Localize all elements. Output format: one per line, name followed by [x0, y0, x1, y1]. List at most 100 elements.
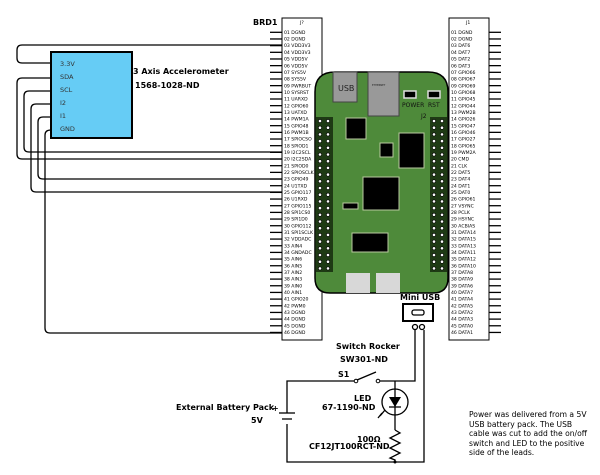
- switch-ref: S1: [338, 370, 350, 379]
- mini-usb-label: Mini USB: [400, 293, 440, 302]
- usb-lead-negative: [418, 323, 426, 331]
- led-diode: [389, 397, 401, 407]
- header-socket: [326, 145, 330, 150]
- header-socket: [318, 145, 322, 150]
- left-pin-label: 09 PWRBUT: [284, 83, 311, 89]
- header-socket: [440, 125, 444, 130]
- left-pin-label: 11 UARXD: [284, 97, 308, 103]
- header-socket: [318, 259, 322, 264]
- right-pin-label: 20 CMD: [451, 157, 469, 163]
- left-pin-label: 16 PWM1B: [284, 130, 309, 136]
- connector: [346, 273, 370, 293]
- left-header-name: J?: [299, 20, 304, 26]
- header-socket: [318, 139, 322, 144]
- left-pin-label: 30 GPIO112: [284, 223, 311, 229]
- left-pin-label: 36 AIN5: [284, 263, 302, 269]
- battery-plus: +: [272, 404, 279, 413]
- left-pin-label: 44 DGND: [284, 317, 306, 323]
- right-pin-label: 44 DATA3: [451, 317, 473, 323]
- led-title: LED: [354, 394, 372, 403]
- header-socket: [432, 145, 436, 150]
- right-pin-label: 23 DAT4: [451, 177, 470, 183]
- switch-lever[interactable]: [356, 371, 377, 381]
- power-button: [403, 90, 417, 99]
- header-socket: [432, 159, 436, 164]
- left-pin-label: 10 SYSRST: [284, 90, 309, 96]
- accelerometer-part: 1568-1028-ND: [135, 81, 200, 90]
- left-pin-label: 18 SPIOD1: [284, 143, 308, 149]
- left-pin-label: 23 GPIO49: [284, 177, 309, 183]
- chip: [342, 202, 359, 210]
- header-socket: [440, 239, 444, 244]
- accelerometer-pin-label: 3.3V: [60, 60, 75, 68]
- left-pin-label: 12 GPIO60: [284, 103, 309, 109]
- header-socket: [440, 172, 444, 177]
- header-socket: [432, 226, 436, 231]
- right-pin-label: 12 GPIO44: [451, 103, 476, 109]
- right-pin-label: 33 DATA13: [451, 243, 476, 249]
- right-pin-label: 13 PWM2B: [451, 110, 476, 116]
- right-pin-label: 22 DAT5: [451, 170, 470, 176]
- header-socket: [432, 259, 436, 264]
- header-socket: [326, 159, 330, 164]
- left-pin-label: 02 DGND: [284, 37, 306, 43]
- right-pin-label: 05 DAT2: [451, 57, 470, 63]
- right-pin-label: 32 DATA15: [451, 237, 476, 243]
- header-socket: [432, 199, 436, 204]
- resistor-icon: [388, 429, 402, 462]
- header-socket: [326, 219, 330, 224]
- right-pin-label: 02 DGND: [451, 37, 473, 43]
- header-socket: [326, 125, 330, 130]
- left-pin-label: 14 PWM1A: [284, 117, 310, 123]
- header-socket: [432, 239, 436, 244]
- right-pin-label: 28 PCLK: [451, 210, 471, 216]
- right-pin-label: 16 GPIO46: [451, 130, 476, 136]
- right-pin-label: 31 DATA14: [451, 230, 476, 236]
- right-pin-label: 40 DATA7: [451, 290, 473, 296]
- ethernet-port: [367, 71, 400, 117]
- right-pin-label: 29 HSYNC: [451, 217, 474, 223]
- header-socket: [326, 165, 330, 170]
- left-pin-label: 22 SPIOSCLK: [284, 170, 315, 176]
- header-socket: [326, 246, 330, 251]
- left-pin-label: 08 SYS5V: [284, 77, 307, 83]
- left-pin-label: 06 VDD5V: [284, 63, 308, 69]
- left-pin-label: 05 VDD5V: [284, 57, 308, 63]
- accelerometer-pin-label: SCL: [60, 86, 73, 94]
- header-socket: [326, 226, 330, 231]
- battery-title: External Battery Pack: [176, 403, 275, 412]
- left-pin-label: 41 GPIO20: [284, 297, 309, 303]
- mini-usb-icon: [411, 309, 425, 316]
- left-pin-label: 45 DGND: [284, 323, 306, 329]
- header-socket: [432, 253, 436, 257]
- header-socket: [318, 199, 322, 204]
- board-ref: BRD1: [253, 18, 278, 27]
- right-pin-label: 30 ACBIAS: [451, 223, 475, 229]
- left-pin-label: 28 SPI1CS0: [284, 210, 310, 216]
- led-icon: [381, 388, 409, 416]
- wire-i2: [30, 103, 282, 193]
- header-socket: [432, 125, 436, 130]
- header-socket: [440, 119, 444, 123]
- header-socket: [432, 119, 436, 123]
- right-pin-label: 35 DATA12: [451, 257, 476, 263]
- right-pin-label: 17 GPIO27: [451, 137, 476, 143]
- right-pin-label: 21 CLK: [451, 163, 468, 169]
- header-socket: [318, 206, 322, 211]
- left-pin-label: 21 SPIOD0: [284, 163, 308, 169]
- header-socket: [318, 159, 322, 164]
- accelerometer-pin-label: GND: [60, 125, 75, 133]
- right-pin-label: 01 DGND: [451, 30, 473, 36]
- left-pin-label: 37 AIN2: [284, 270, 302, 276]
- chip: [398, 132, 425, 169]
- header-socket: [326, 259, 330, 264]
- left-pin-label: 25 GPIO117: [284, 190, 311, 196]
- accelerometer-module: [50, 51, 133, 139]
- header-socket: [432, 132, 436, 137]
- right-pin-label: 03 DAT6: [451, 43, 470, 49]
- ethernet-label: ETHERNET: [372, 83, 386, 87]
- left-pin-label: 27 GPIO115: [284, 203, 311, 209]
- header-socket: [326, 266, 330, 271]
- header-socket: [318, 119, 322, 123]
